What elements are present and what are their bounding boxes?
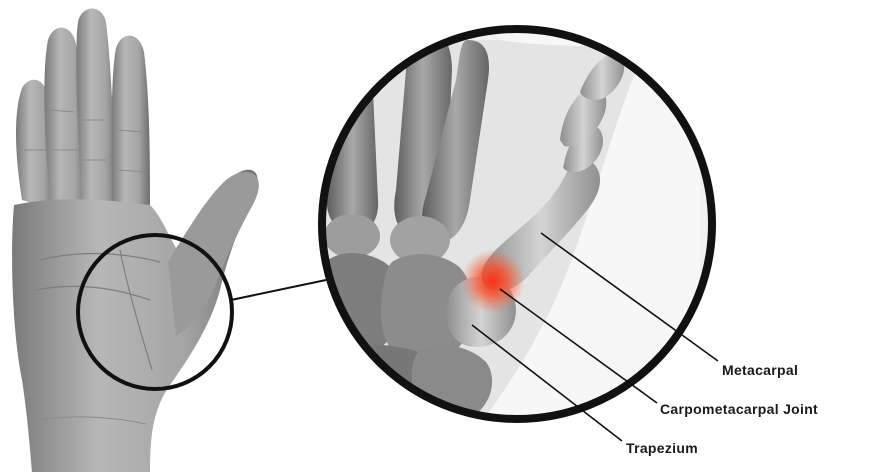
magnified-view <box>300 0 712 440</box>
index-finger <box>112 36 150 220</box>
cmc-joint-highlight <box>461 249 525 313</box>
carpometacarpal-joint-label: Carpometacarpal Joint <box>660 401 818 417</box>
hand-illustration <box>12 9 259 472</box>
trapezium-label: Trapezium <box>626 440 698 456</box>
zoom-connector-line <box>231 280 326 300</box>
metacarpal-label: Metacarpal <box>722 362 798 378</box>
thumb <box>168 172 259 336</box>
middle-finger <box>76 9 118 211</box>
